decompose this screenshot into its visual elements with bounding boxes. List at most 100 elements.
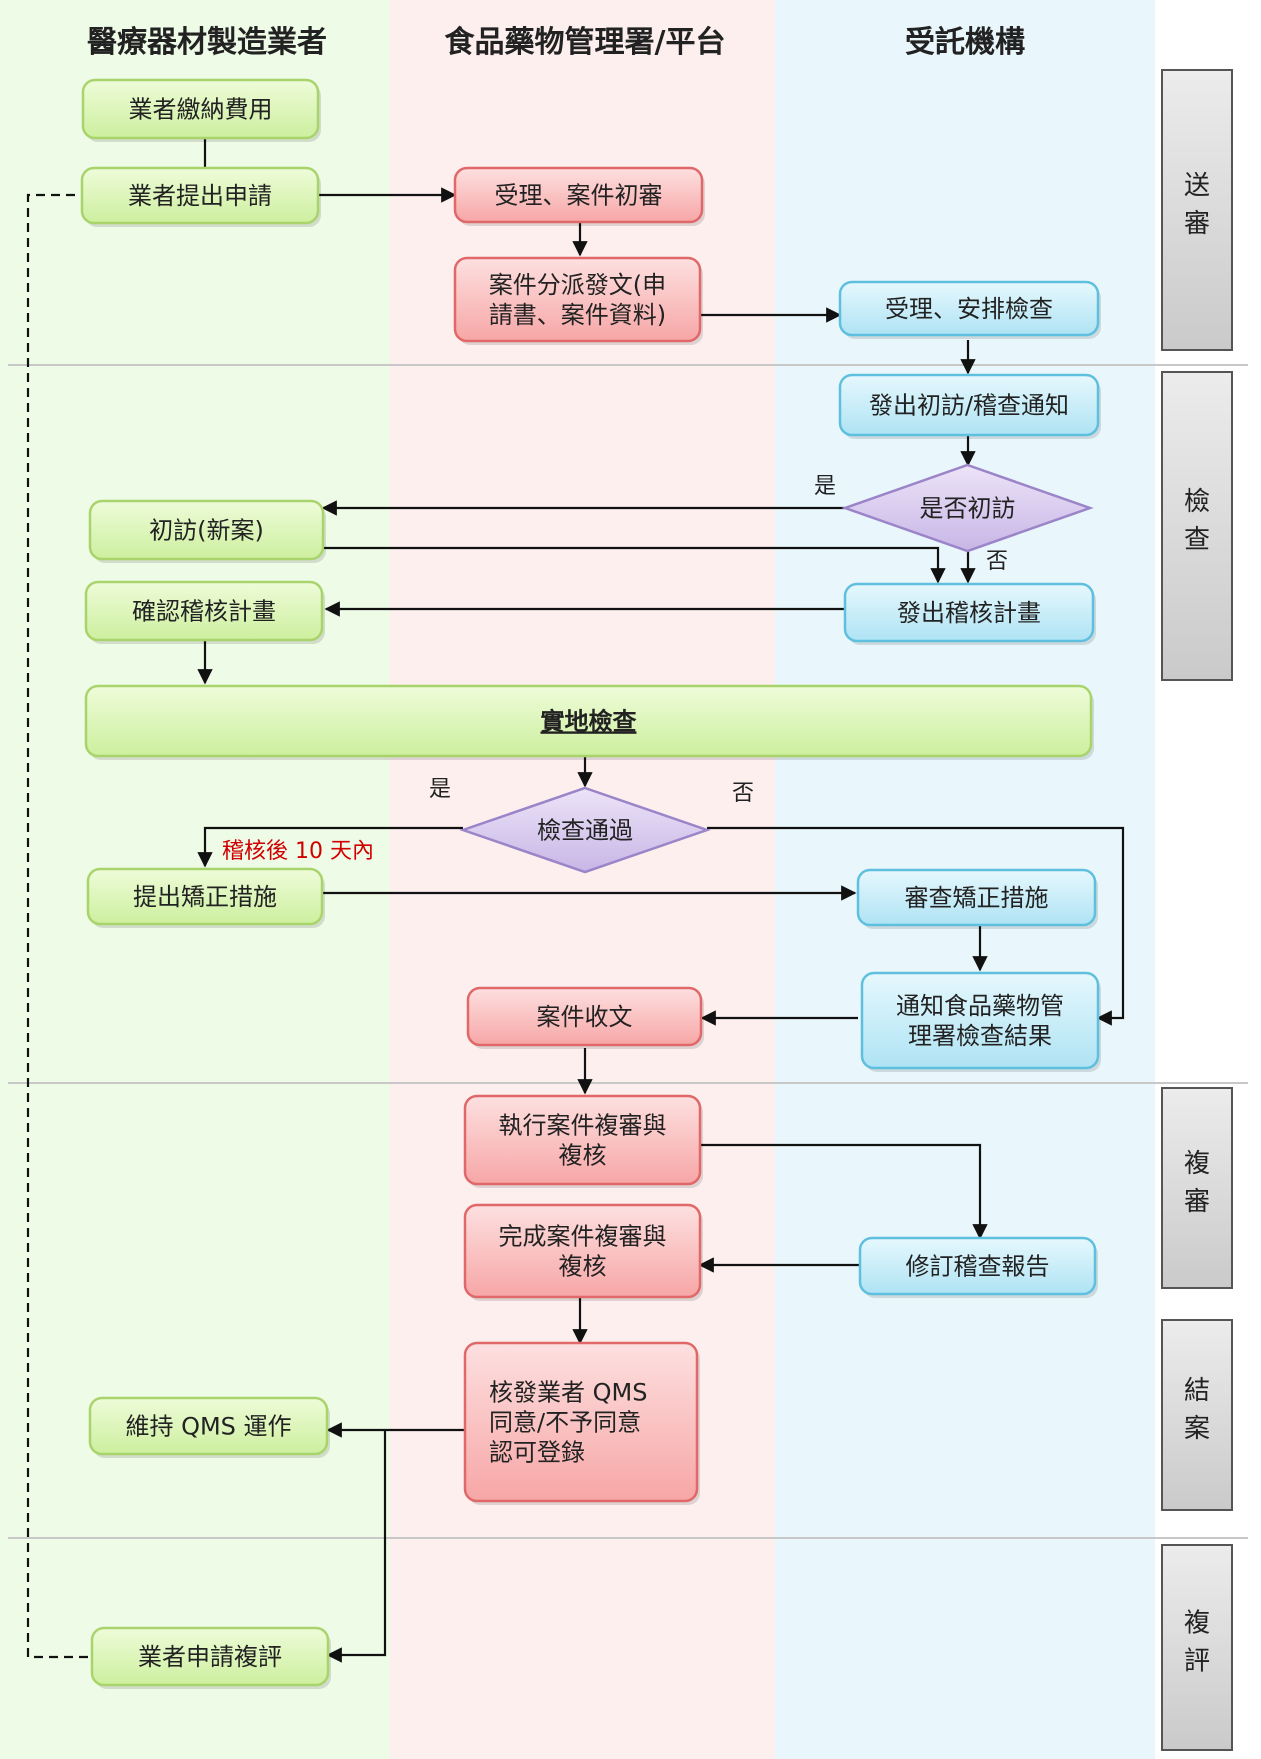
node-label: 是否初訪	[920, 494, 1016, 522]
phase-label: 檢	[1184, 487, 1210, 517]
phase-bar	[1161, 371, 1233, 681]
process-shape	[843, 582, 1095, 643]
phase-label: 評	[1184, 1647, 1210, 1677]
connector	[326, 1430, 387, 1663]
phase-label: 審	[1184, 209, 1210, 239]
node-label: 業者繳納費用	[129, 95, 273, 123]
process-shape	[838, 373, 1100, 437]
process-shape	[88, 499, 325, 561]
node-label: 核發業者 QMS	[489, 1378, 647, 1406]
lane-title-fda: 食品藥物管理署/平台	[445, 25, 726, 60]
phase-label: 送	[1184, 171, 1210, 201]
node-label: 執行案件複審與	[499, 1111, 667, 1139]
phase-inspect: 檢查	[1161, 371, 1233, 681]
edge-label-yes: 是	[429, 777, 451, 802]
node-label: 修訂稽查報告	[906, 1252, 1050, 1280]
process-shape	[84, 684, 1093, 758]
node-label: 初訪(新案)	[149, 516, 264, 544]
node-label: 案件分派發文(申	[489, 271, 666, 299]
process-shape	[463, 1341, 699, 1503]
lane-title-agency: 受託機構	[905, 25, 1025, 60]
process-shape	[858, 1236, 1097, 1296]
process-shape	[838, 280, 1100, 337]
node-label: 完成案件複審與	[499, 1222, 667, 1250]
node-label: 確認稽核計畫	[132, 597, 276, 625]
phase-label: 查	[1184, 525, 1210, 555]
node-notice: 發出初訪/稽查通知	[838, 373, 1101, 439]
node-label: 實地檢查	[541, 707, 637, 735]
edge-label-no: 否	[986, 549, 1008, 574]
process-shape	[463, 1203, 702, 1299]
node-apply: 業者提出申請	[80, 166, 321, 227]
phase-label: 複	[1184, 1609, 1210, 1639]
node-revise-report: 修訂稽查報告	[858, 1236, 1098, 1298]
process-shape	[463, 1094, 702, 1186]
node-label: 發出稽核計畫	[897, 599, 1041, 627]
process-shape	[90, 1626, 330, 1687]
phase-label: 案	[1184, 1414, 1210, 1444]
node-onsite: 實地檢查	[84, 684, 1094, 760]
node-confirm-plan: 確認稽核計畫	[84, 580, 325, 644]
node-label: 同意/不予同意	[489, 1408, 641, 1436]
node-reapply: 業者申請複評	[90, 1626, 331, 1689]
node-label: 通知食品藥物管	[896, 992, 1064, 1020]
node-label: 受理、安排檢查	[885, 295, 1053, 323]
phase-submit: 送審	[1161, 69, 1233, 351]
process-shape	[856, 868, 1097, 927]
node-label: 檢查通過	[537, 816, 633, 844]
node-label: 複核	[559, 1141, 607, 1169]
process-shape	[84, 580, 324, 642]
node-dispatch: 案件分派發文(申請書、案件資料)	[453, 256, 703, 345]
node-accept-initial: 受理、案件初審	[453, 166, 705, 226]
node-label: 業者申請複評	[138, 1643, 282, 1671]
node-pass: 檢查通過	[459, 786, 711, 874]
decision-shape	[841, 463, 1094, 553]
node-initial-visit: 初訪(新案)	[88, 499, 326, 563]
node-label: 認可登錄	[489, 1438, 585, 1466]
decision-shape	[459, 786, 711, 874]
connector	[26, 193, 88, 1659]
node-label: 審查矯正措施	[905, 884, 1049, 912]
node-maintain-qms: 維持 QMS 運作	[88, 1396, 330, 1458]
process-shape	[453, 166, 704, 224]
connectors	[26, 138, 1125, 1663]
connector	[323, 546, 946, 584]
phase-bar	[1161, 69, 1233, 351]
node-accept-schedule: 受理、安排檢查	[838, 280, 1101, 339]
node-corrective: 提出矯正措施	[86, 867, 325, 928]
phase-label: 審	[1184, 1187, 1210, 1217]
lane-title-manufacturer: 醫療器材製造業者	[87, 25, 327, 60]
node-review-corrective: 審查矯正措施	[856, 868, 1098, 929]
node-is-initial: 是否初訪	[841, 463, 1094, 553]
process-shape	[466, 986, 703, 1047]
phase-reeval: 複評	[1161, 1544, 1233, 1751]
phase-label: 複	[1184, 1149, 1210, 1179]
phase-label: 結	[1184, 1376, 1210, 1406]
node-label: 理署檢查結果	[908, 1022, 1052, 1050]
edge-label-yes: 是	[814, 474, 836, 499]
connector	[197, 826, 463, 868]
process-shape	[860, 971, 1100, 1070]
connector	[707, 826, 1125, 1026]
process-shape	[80, 166, 320, 225]
phase-bar	[1161, 1087, 1233, 1289]
process-shape	[453, 256, 702, 343]
edge-label-no: 否	[732, 781, 754, 806]
phase-bar	[1161, 1319, 1233, 1511]
node-label: 複核	[559, 1252, 607, 1280]
process-shape	[88, 1396, 329, 1456]
phase-review: 複審	[1161, 1087, 1233, 1289]
node-label: 業者提出申請	[128, 182, 272, 210]
node-label: 發出初訪/稽查通知	[869, 391, 1069, 419]
phase-close: 結案	[1161, 1319, 1233, 1511]
node-label: 受理、案件初審	[495, 181, 663, 209]
node-issue-plan: 發出稽核計畫	[843, 582, 1096, 645]
node-receive: 案件收文	[466, 986, 704, 1049]
connector	[700, 1143, 988, 1240]
node-label: 維持 QMS 運作	[125, 1412, 291, 1440]
node-pay-fee: 業者繳納費用	[81, 78, 321, 142]
